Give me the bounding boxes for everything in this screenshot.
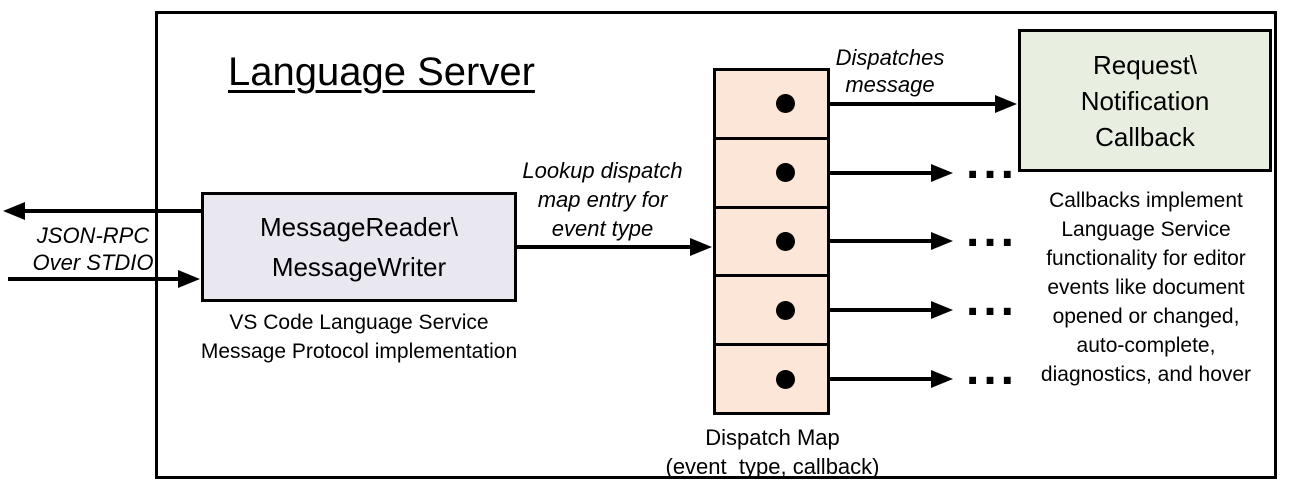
dispatches-label-line2: message [845, 72, 935, 97]
callback-box-line3: Callback [1095, 121, 1195, 152]
reader-caption: VS Code Language Service Message Protoco… [184, 308, 534, 366]
lookup-label-line3: event type [551, 216, 654, 241]
lookup-label-line2: map entry for [537, 187, 668, 212]
callback-box-line1: Request\ [1092, 49, 1198, 80]
dispatch-entry-dot [776, 369, 795, 389]
callbacks-note-line4: events like document [1047, 276, 1245, 299]
dispatch-map-cell [716, 346, 827, 412]
callbacks-note-line1: Callbacks implement [1049, 189, 1243, 212]
dispatch-map-cell [716, 71, 827, 140]
callback-box-line2: Notification [1080, 85, 1210, 116]
dispatch-entry-dot [776, 231, 795, 251]
reader-caption-line2: Message Protocol implementation [200, 340, 518, 363]
reader-box-line1: MessageReader\ [260, 212, 458, 242]
dispatch-entry-dot [776, 300, 795, 320]
reader-box-line2: MessageWriter [271, 252, 447, 282]
callback-ellipsis-3: ... [966, 273, 1019, 326]
stdio-label: JSON-RPC Over STDIO [18, 222, 168, 276]
callbacks-note: Callbacks implement Language Service fun… [1016, 186, 1276, 389]
callback-ellipsis-1: ... [966, 136, 1019, 189]
callback-ellipsis-2: ... [966, 204, 1019, 257]
dispatch-map-caption: Dispatch Map (event_type, callback) [640, 423, 905, 481]
callbacks-note-line7: diagnostics, and hover [1040, 363, 1252, 386]
reader-caption-line1: VS Code Language Service [229, 311, 489, 334]
callbacks-note-line3: functionality for editor [1046, 247, 1246, 270]
callbacks-note-line2: Language Service [1061, 218, 1231, 241]
callbacks-note-line5: opened or changed, [1052, 305, 1240, 328]
stdio-label-line2: Over STDIO [32, 250, 154, 275]
dispatch-entry-dot [776, 163, 795, 183]
message-reader-writer-box: MessageReader\ MessageWriter [201, 192, 517, 302]
stdio-label-line1: JSON-RPC [36, 223, 150, 248]
lookup-label: Lookup dispatch map entry for event type [505, 156, 700, 243]
dispatch-map [713, 68, 830, 415]
dispatch-entry-dot [776, 94, 795, 114]
dispatch-map-cell [716, 277, 827, 347]
callbacks-note-line6: auto-complete, [1076, 334, 1216, 357]
language-server-boundary [155, 11, 1277, 479]
dispatch-map-cell [716, 209, 827, 278]
request-notification-callback-box: Request\ Notification Callback [1018, 29, 1272, 172]
page-title: Language Server [228, 50, 535, 94]
dispatches-label: Dispatches message [815, 44, 965, 98]
dispatch-map-caption-line1: Dispatch Map [705, 425, 840, 450]
dispatch-map-caption-line2: (event_type, callback) [665, 454, 880, 479]
callback-ellipsis-4: ... [966, 342, 1019, 395]
lookup-label-line1: Lookup dispatch [522, 158, 683, 183]
dispatches-label-line1: Dispatches [835, 45, 945, 70]
dispatch-map-cell [716, 140, 827, 209]
